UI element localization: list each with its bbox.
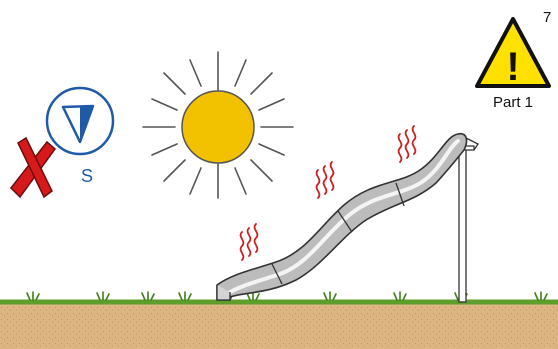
part-label: Part 1 (493, 94, 533, 111)
compass-direction-label: S (81, 166, 93, 186)
warning-sign: ! Part 1 (477, 19, 549, 111)
soil (0, 303, 558, 349)
grass-tufts (27, 292, 547, 300)
support-post (452, 138, 478, 302)
sun-icon (143, 52, 293, 198)
slide (217, 134, 466, 300)
compass-group: S (11, 88, 113, 197)
warning-mark: ! (506, 45, 519, 89)
cross-out-icon (11, 138, 55, 197)
page-number: 7 (543, 9, 551, 26)
